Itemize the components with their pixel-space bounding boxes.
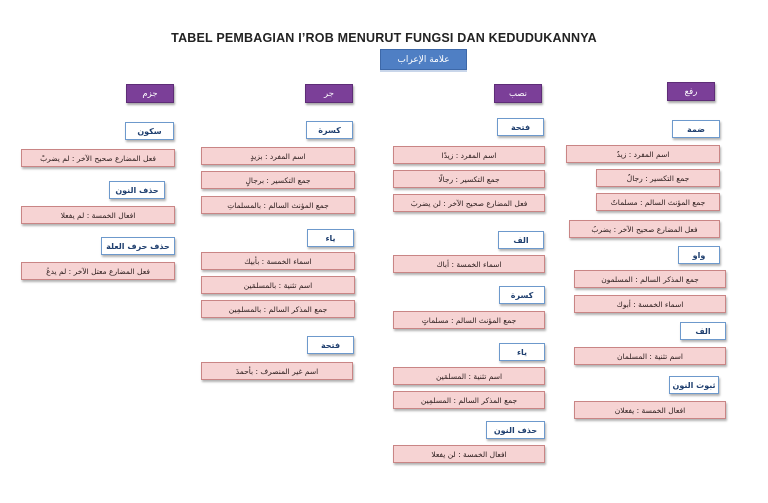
category-jar: جر bbox=[305, 84, 353, 103]
rafa-alif-item: اسم تثنية : المسلمان bbox=[574, 347, 726, 365]
rafa-dhammah-item: جمع التكسير : رجالٌ bbox=[596, 169, 720, 187]
category-rafa: رفع bbox=[667, 82, 715, 101]
page-title: TABEL PEMBAGIAN I’ROB MENURUT FUNGSI DAN… bbox=[171, 31, 597, 45]
nasab-fathah-item: فعل المضارع صحيح الآخر : لن يضربَ bbox=[393, 194, 545, 212]
jar-ya-head: ياء bbox=[307, 229, 354, 247]
nasab-alif-item: اسماء الخمسة : أباك bbox=[393, 255, 545, 273]
rafa-wau-head: واو bbox=[678, 246, 720, 264]
rafa-wau-item: جمع المذكر السالم : المسلمون bbox=[574, 270, 726, 288]
nasab-kasrah-item: جمع المؤنث السالم : مسلماتٍ bbox=[393, 311, 545, 329]
nasab-hadzfun-nun-item: افعال الخمسة : لن يفعلا bbox=[393, 445, 545, 463]
nasab-fathah-head: فتحة bbox=[497, 118, 544, 136]
subtitle-badge: علامة الإعراب bbox=[380, 49, 467, 70]
nasab-fathah-item: اسم المفرد : زيدًا bbox=[393, 146, 545, 164]
rafa-dhammah-item: فعل المضارع صحيح الآخر : يضربُ bbox=[569, 220, 720, 238]
jar-kasrah-item: جمع المؤنث السالم : بالمسلماتِ bbox=[201, 196, 355, 214]
jar-ya-item: اسم تثنية : بالمسلمَين bbox=[201, 276, 355, 294]
rafa-dhammah-head: ضمة bbox=[672, 120, 720, 138]
nasab-kasrah-head: كسرة bbox=[499, 286, 545, 304]
jar-ya-item: اسماء الخمسة : بأبيك bbox=[201, 252, 355, 270]
jazm-sukun-head: سكون bbox=[125, 122, 174, 140]
category-nasab: نصب bbox=[494, 84, 542, 103]
jar-ya-item: جمع المذكر السالم : بالمسلمِين bbox=[201, 300, 355, 318]
rafa-nun-head: ثبوت النون bbox=[669, 376, 719, 394]
rafa-nun-item: افعال الخمسة : يفعلان bbox=[574, 401, 726, 419]
rafa-wau-item: اسماء الخمسة : أبوك bbox=[574, 295, 726, 313]
jazm-hadzfu-harf-item: فعل المضارع معتل الآخر : لم يدعُ bbox=[21, 262, 175, 280]
rafa-dhammah-item: جمع المؤنث السالم : مسلماتٌ bbox=[596, 193, 720, 211]
nasab-fathah-item: جمع التكسير : رجالًا bbox=[393, 170, 545, 188]
nasab-ya-item: اسم تثنية : المسلمَين bbox=[393, 367, 545, 385]
rafa-alif-head: الف bbox=[680, 322, 726, 340]
jazm-hadzfun-nun-item: افعال الخمسة : لم يفعلا bbox=[21, 206, 175, 224]
jar-kasrah-item: اسم المفرد : بزيدٍ bbox=[201, 147, 355, 165]
nasab-alif-head: الف bbox=[498, 231, 544, 249]
nasab-ya-head: ياء bbox=[499, 343, 545, 361]
nasab-ya-item: جمع المذكر السالم : المسلمِين bbox=[393, 391, 545, 409]
category-jazm: جزم bbox=[126, 84, 174, 103]
nasab-hadzfun-nun-head: حذف النون bbox=[486, 421, 545, 439]
jazm-hadzfu-harf-head: حذف حرف العلة bbox=[101, 237, 175, 255]
jazm-sukun-item: فعل المضارع صحيح الآخر : لم يضربْ bbox=[21, 149, 175, 167]
jar-fathah-item: اسم غير المنصرف : بأحمدَ bbox=[201, 362, 353, 380]
jar-kasrah-item: جمع التكسير : برجالٍ bbox=[201, 171, 355, 189]
jazm-hadzfun-nun-head: حذف النون bbox=[109, 181, 165, 199]
jar-fathah-head: فتحة bbox=[307, 336, 354, 354]
rafa-dhammah-item: اسم المفرد : زيدٌ bbox=[566, 145, 720, 163]
jar-kasrah-head: كسرة bbox=[306, 121, 353, 139]
